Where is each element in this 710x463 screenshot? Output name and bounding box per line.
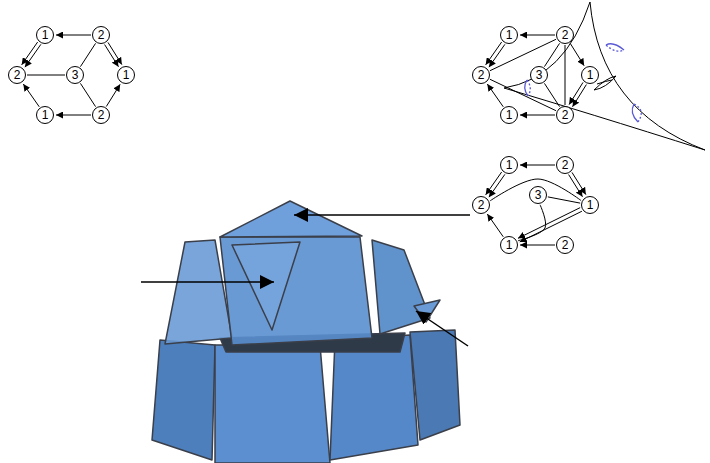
quiver-arrow: [570, 43, 584, 65]
quiver-vertex: 2: [556, 106, 574, 124]
quiver-line: [544, 83, 559, 106]
quiver-arrow: [486, 42, 502, 65]
quiver-vertex: 3: [529, 186, 547, 204]
quiver-arrow: [489, 174, 505, 197]
vertex-label: 2: [478, 199, 485, 211]
quiver-line: [490, 39, 556, 70]
quiver-arrow: [569, 82, 583, 104]
surface-sketch: [504, 2, 705, 150]
quiver-vertex: 3: [66, 66, 84, 84]
quiver-line: [490, 79, 556, 110]
quiver-vertex: 2: [472, 196, 490, 214]
quiver-line: [490, 179, 581, 201]
quiver-arrow: [22, 42, 38, 65]
quiver-vertex: 2: [8, 66, 26, 84]
quiver-line: [565, 45, 566, 105]
leader-arrows: [141, 215, 470, 346]
quiver-line: [80, 43, 95, 66]
quiver-line: [548, 197, 580, 203]
quiver-arrow: [520, 115, 555, 116]
vertex-label: 1: [506, 109, 513, 121]
quiver-vertex: 2: [556, 156, 574, 174]
vertex-label: 2: [98, 109, 105, 121]
quiver-arrow: [518, 208, 580, 239]
quiver-line: [27, 75, 65, 76]
quiver-arrow: [487, 84, 503, 107]
tetrahedra-complex: [152, 201, 460, 463]
quiver-arrow: [105, 45, 119, 67]
quiver-arrow: [520, 165, 555, 166]
quiver-arrow: [23, 84, 39, 107]
quiver-vertex: 1: [500, 26, 518, 44]
quiver-vertex: 2: [556, 26, 574, 44]
vertex-label: 1: [587, 199, 594, 211]
vertex-label: 1: [506, 159, 513, 171]
vertex-label: 2: [478, 69, 485, 81]
quiver-line: [518, 205, 546, 241]
vertex-label: 2: [562, 29, 569, 41]
vertex-label: 2: [562, 159, 569, 171]
quiver-vertex: 3: [530, 66, 548, 84]
quiver-arrow: [486, 172, 502, 195]
vertex-label: 3: [535, 189, 542, 201]
vertex-label: 1: [587, 69, 594, 81]
quiver-arrow: [56, 35, 91, 36]
quiver-vertex: 1: [117, 66, 135, 84]
quiver-vertex: 1: [36, 106, 54, 124]
quiver-vertex: 1: [581, 66, 599, 84]
quiver-vertex: 2: [472, 66, 490, 84]
vertex-label: 1: [506, 29, 513, 41]
vertex-label: 3: [536, 69, 543, 81]
quiver-arrow: [487, 214, 503, 237]
quiver-vertex: 1: [500, 106, 518, 124]
quiver-vertex: 2: [92, 26, 110, 44]
vertex-label: 3: [72, 69, 79, 81]
quiver-arrow: [25, 44, 41, 67]
quiver-vertex: 2: [556, 236, 574, 254]
quiver-vertex: 1: [581, 196, 599, 214]
vertex-label: 1: [506, 239, 513, 251]
quiver-vertex: 1: [500, 156, 518, 174]
vertex-label: 2: [562, 239, 569, 251]
vertex-label: 1: [42, 109, 49, 121]
quiver-arrow: [106, 84, 120, 106]
vertex-label: 1: [42, 29, 49, 41]
quiver-vertex: 2: [92, 106, 110, 124]
quiver-arrow: [56, 115, 91, 116]
vertex-label: 2: [98, 29, 105, 41]
quiver-arrow: [520, 35, 555, 36]
quiver-arrow: [520, 245, 555, 246]
vertex-label: 2: [14, 69, 21, 81]
quiver-line: [544, 43, 559, 66]
boundary-circles: [525, 44, 641, 122]
quiver-arrow: [489, 44, 505, 67]
vertex-label: 1: [123, 69, 130, 81]
quiver-line: [80, 83, 95, 106]
quiver-vertex: 1: [36, 26, 54, 44]
vertex-label: 2: [562, 109, 569, 121]
quiver-vertex: 1: [500, 236, 518, 254]
